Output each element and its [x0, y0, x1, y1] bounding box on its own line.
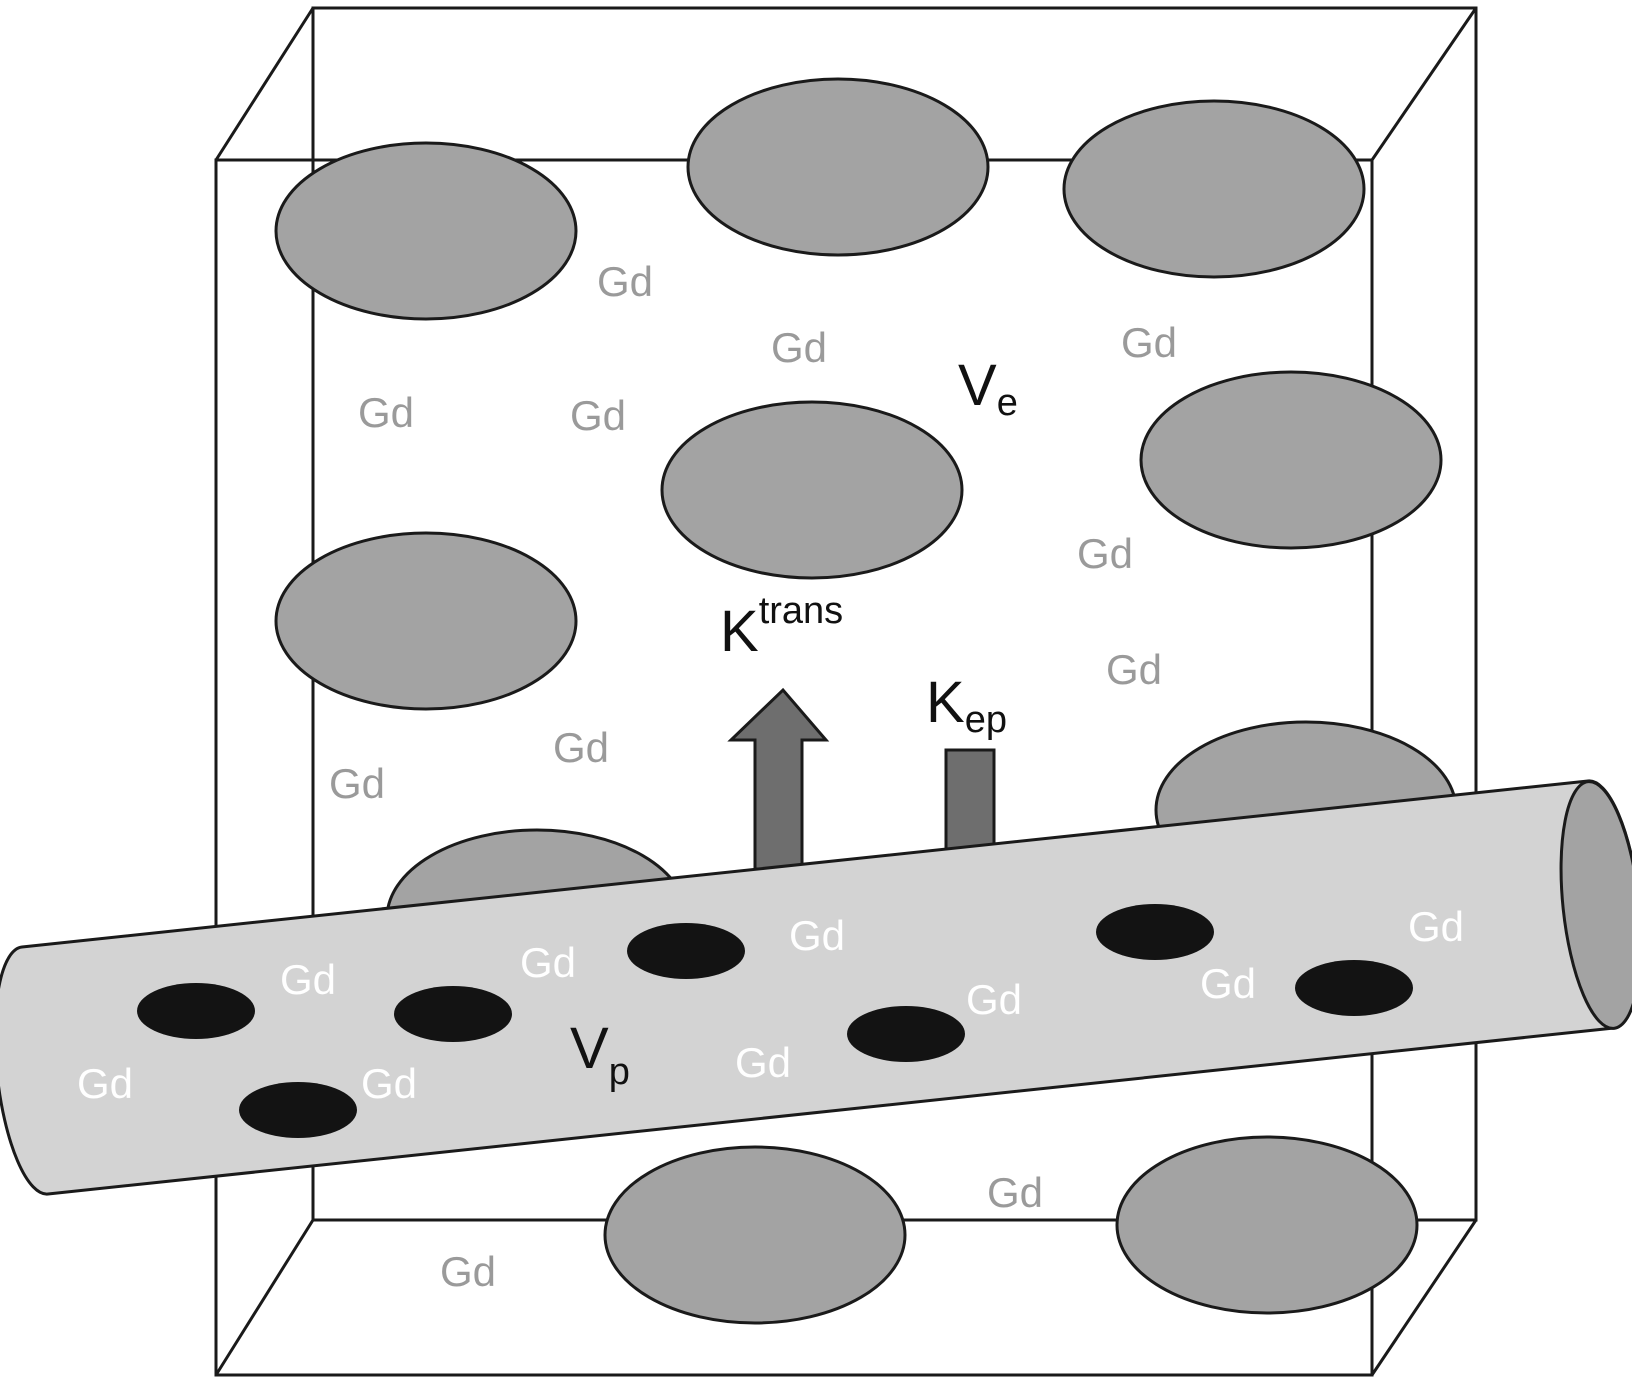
tissue-cell [274, 141, 578, 321]
vessel-cell [627, 923, 745, 979]
vessel-opening [1559, 780, 1632, 1030]
tissue-box-edge-top-left [214, 7, 315, 161]
ktrans-label: Ktrans [720, 590, 843, 664]
gd-label: Gd [440, 1248, 496, 1295]
gd-label: Gd [735, 1039, 791, 1086]
gd-label: Gd [1408, 903, 1464, 950]
gd-label: Gd [1106, 646, 1162, 693]
vessel-cells [137, 904, 1413, 1138]
ve-label-subscript: e [997, 382, 1018, 424]
gd-label: Gd [1121, 319, 1177, 366]
gd-label: Gd [987, 1169, 1043, 1216]
blood-vessel [0, 779, 1632, 1196]
kep-label-subscript: ep [965, 699, 1007, 741]
vp-label-subscript: p [609, 1051, 630, 1093]
ktrans-label-superscript: trans [759, 590, 843, 632]
gd-label: Gd [1200, 960, 1256, 1007]
gd-label: Gd [570, 392, 626, 439]
kep-label: Kep [926, 670, 1007, 741]
ktrans-up-arrow [727, 687, 830, 871]
gd-label: Gd [789, 912, 845, 959]
tissue-box-edge-bottom-left [214, 1219, 315, 1376]
vessel-cell [847, 1006, 965, 1062]
tissue-cell [660, 400, 964, 580]
vp-label-main: V [570, 1016, 609, 1081]
gd-label: Gd [520, 939, 576, 986]
tissue-cell [1062, 99, 1366, 279]
tissue-box-edge-bottom-right [1370, 1219, 1478, 1376]
gd-label: Gd [77, 1060, 133, 1107]
vessel-cell [1295, 960, 1413, 1016]
ve-label-main: V [958, 353, 997, 418]
kep-label-main: K [926, 670, 965, 735]
tissue-cell [1115, 1135, 1419, 1315]
gd-label: Gd [358, 389, 414, 436]
tissue-box-edge-top-right [1370, 7, 1478, 161]
tissue-cell [603, 1145, 907, 1325]
vp-label: Vp [570, 1016, 630, 1093]
gd-label: Gd [1077, 530, 1133, 577]
ve-label: Ve [958, 353, 1018, 424]
ktrans-label-main: K [720, 599, 759, 664]
gd-label: Gd [966, 976, 1022, 1023]
vessel-cell [239, 1082, 357, 1138]
tissue-cell [1139, 370, 1443, 550]
gd-label: Gd [280, 956, 336, 1003]
gd-label: Gd [329, 760, 385, 807]
tissue-cell [686, 77, 990, 257]
gd-label: Gd [553, 724, 609, 771]
gd-plasma-labels: Gd Gd Gd Gd Gd Gd Gd Gd Gd [77, 903, 1464, 1107]
gd-label: Gd [361, 1060, 417, 1107]
gd-label: Gd [597, 258, 653, 305]
gd-label: Gd [771, 324, 827, 371]
vessel-cell [1096, 904, 1214, 960]
tissue-cell [274, 531, 578, 711]
vessel-cell [394, 986, 512, 1042]
gd-extracellular-labels: Gd Gd Gd Gd Gd Gd Gd Gd Gd Gd Gd [329, 258, 1177, 1295]
vessel-cell [137, 983, 255, 1039]
